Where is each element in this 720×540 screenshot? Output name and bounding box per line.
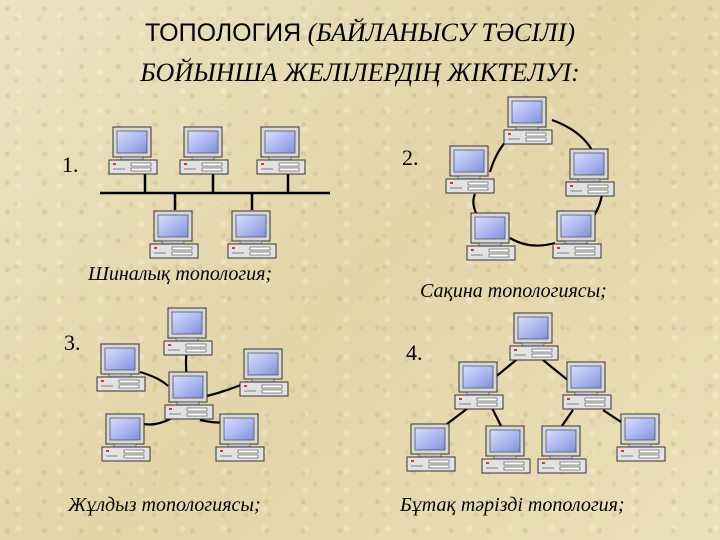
diagram-2-number: 2.	[402, 145, 419, 170]
computer-icon	[149, 210, 199, 259]
computer-icon	[616, 413, 666, 462]
computer-icon	[227, 210, 277, 259]
title-subtitle: (БАЙЛАНЫСУ ТӘСІЛІ)	[307, 18, 575, 47]
computer-icon	[503, 96, 553, 145]
computer-icon	[215, 413, 265, 462]
computer-icon	[562, 361, 612, 410]
computer-icon	[537, 425, 587, 474]
diagram-3-number: 3.	[64, 330, 81, 355]
tree-topology-computers	[406, 312, 666, 474]
computer-icon	[164, 371, 214, 420]
computer-icon	[406, 423, 456, 472]
computer-icon	[256, 126, 306, 175]
computer-icon	[96, 343, 146, 392]
computer-icon	[101, 413, 151, 462]
bus-topology-diagram	[100, 173, 330, 210]
computer-icon	[454, 361, 504, 410]
computer-icon	[552, 210, 602, 259]
ring-topology-caption: Сақина топологиясы;	[420, 280, 607, 302]
computer-icon	[481, 425, 531, 474]
page-title-line2: БОЙЫНША ЖЕЛІЛЕРДІҢ ЖІКТЕЛУІ:	[140, 58, 580, 87]
tree-topology-caption: Бұтақ тәрізді топология;	[400, 494, 625, 516]
star-topology-caption: Жұлдыз топологиясы;	[68, 494, 261, 516]
ring-topology-computers	[445, 96, 615, 261]
computer-icon	[179, 126, 229, 175]
title-topology-word: ТОПОЛОГИЯ	[145, 19, 302, 47]
star-topology-computers	[96, 307, 289, 462]
diagram-1-number: 1.	[62, 152, 79, 177]
computer-icon	[239, 348, 289, 397]
computer-icon	[509, 312, 559, 361]
page-title-line1: ТОПОЛОГИЯ (БАЙЛАНЫСУ ТӘСІЛІ)	[0, 18, 720, 48]
bus-topology-caption: Шиналық топология;	[88, 263, 273, 285]
computer-icon	[445, 145, 495, 194]
computer-icon	[565, 148, 615, 197]
computer-icon	[466, 212, 516, 261]
computer-icon	[163, 307, 213, 356]
computer-icon	[108, 126, 158, 175]
diagram-4-number: 4.	[406, 340, 423, 365]
